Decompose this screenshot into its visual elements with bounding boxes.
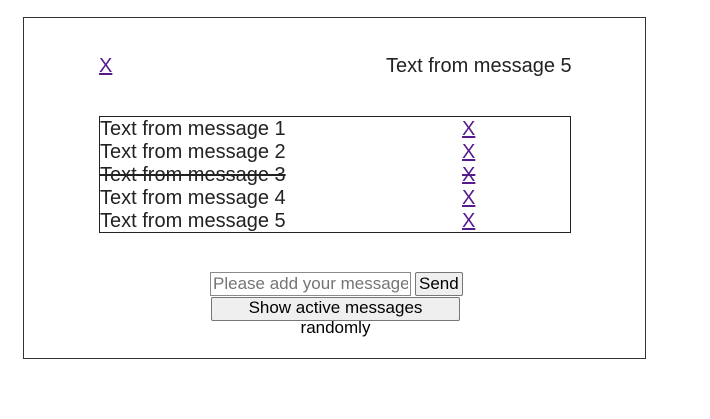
delete-message-link[interactable]: X [462,118,476,140]
message-text-deleted: Text from message 3 [100,164,286,186]
composer-row: Send [210,271,463,297]
message-list: Text from message 1 X Text from message … [99,116,571,233]
message-text: Text from message 4 [100,187,286,209]
list-item: Text from message 2 X [100,141,570,164]
message-input[interactable] [210,272,411,296]
list-item: Text from message 3 X [100,164,570,187]
app-frame: X Text from message 5 Text from message … [23,17,646,359]
message-text: Text from message 2 [100,141,286,163]
current-message-text: Text from message 5 [386,55,572,77]
list-item: Text from message 1 X [100,118,570,141]
delete-message-link[interactable]: X [462,187,476,209]
delete-message-link[interactable]: X [462,141,476,163]
delete-message-link[interactable]: X [462,210,476,232]
list-item: Text from message 4 X [100,187,570,210]
message-text: Text from message 1 [100,118,286,140]
send-button[interactable]: Send [415,272,463,296]
close-current-message-link[interactable]: X [99,55,113,77]
message-text: Text from message 5 [100,210,286,232]
show-random-messages-button[interactable]: Show active messages randomly [211,297,460,337]
list-item: Text from message 5 X [100,210,570,233]
delete-message-link[interactable]: X [462,164,476,186]
